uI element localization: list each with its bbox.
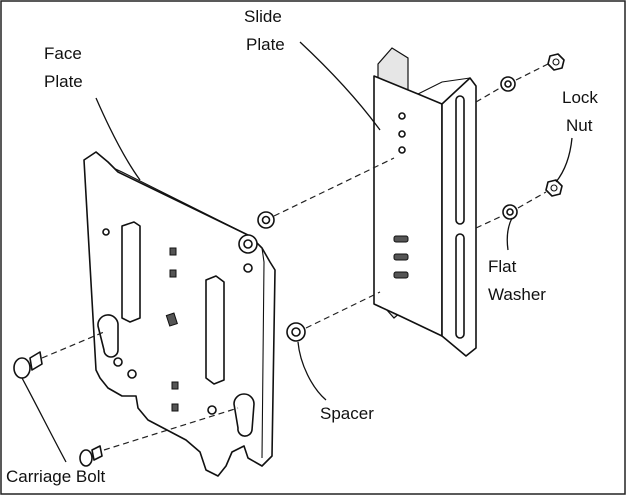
axis-lower-right-a <box>475 215 503 229</box>
carriage-bolt-lower <box>79 445 103 467</box>
label-slide-plate-line1: Slide <box>244 7 282 26</box>
axis-bolt-lower <box>103 407 239 451</box>
carriage-bolt-upper-shank <box>29 351 43 371</box>
keyhole-right <box>233 393 255 437</box>
axis-upper-right-a <box>475 87 501 103</box>
face-plate-hole <box>207 405 217 415</box>
axis-lower-left <box>305 291 381 329</box>
label-flat-washer-line1: Flat <box>488 257 517 276</box>
leader-spacer <box>297 341 327 401</box>
face-plate-tab <box>171 381 179 390</box>
face-plate-slot-left <box>121 221 141 323</box>
label-flat-washer-line2: Washer <box>488 285 546 304</box>
slide-plate-slot-lower <box>455 233 465 339</box>
face-plate-hole <box>113 357 123 367</box>
label-lock-nut-line2: Nut <box>566 116 593 135</box>
label-slide-plate-line2: Plate <box>246 35 285 54</box>
slide-plate <box>373 47 477 357</box>
axis-upper-right-b <box>515 63 549 81</box>
hardware <box>13 53 565 467</box>
label-spacer: Spacer <box>320 404 374 423</box>
leader-flat-washer <box>506 217 513 251</box>
carriage-bolt-upper <box>13 351 43 379</box>
face-plate-hole <box>102 228 110 236</box>
face-plate-hole <box>243 263 253 273</box>
axis-upper-left <box>273 157 395 217</box>
lock-nut-upper-hole <box>552 58 560 66</box>
leader-slide-plate <box>299 41 381 131</box>
spacer-upper-hole <box>261 215 271 225</box>
carriage-bolt-lower-head <box>79 449 93 467</box>
leader-lock-nut <box>555 137 573 183</box>
leader-lines <box>21 41 573 463</box>
alignment-lines <box>41 63 549 451</box>
slide-plate-tab <box>393 235 409 243</box>
slide-plate-face <box>373 75 443 337</box>
carriage-bolt-upper-head <box>13 357 31 379</box>
face-plate-hole <box>127 369 137 379</box>
axis-bolt-upper <box>41 331 105 359</box>
face-plate-slot-right <box>205 275 225 385</box>
face-plate-tab <box>169 247 177 256</box>
slide-plate-tab <box>393 253 409 261</box>
spacer-lower-hole <box>291 327 301 337</box>
lock-nut-lower-hole <box>550 184 558 192</box>
slide-plate-tab <box>393 271 409 279</box>
label-face-plate-line2: Plate <box>44 72 83 91</box>
leader-face-plate <box>95 97 141 181</box>
label-carriage-bolt: Carriage Bolt <box>6 467 105 486</box>
axis-lower-right-b <box>517 191 547 209</box>
slide-plate-top-edge <box>417 77 471 95</box>
face-plate-boss-hole <box>243 239 253 249</box>
lock-nut-upper <box>547 53 565 71</box>
label-lock-nut-line1: Lock <box>562 88 598 107</box>
leader-carriage-bolt <box>21 377 67 463</box>
slide-plate-hole <box>398 146 406 154</box>
slide-plate-hole <box>398 112 406 120</box>
face-plate-tab <box>171 403 179 412</box>
carriage-bolt-lower-shank <box>91 445 103 461</box>
flat-washer-upper-hole <box>504 80 512 88</box>
face-plate <box>83 151 276 477</box>
keyhole-left <box>97 314 119 358</box>
flat-washer-lower-hole <box>506 208 514 216</box>
slide-plate-hole <box>398 130 406 138</box>
face-plate-tab <box>165 312 178 327</box>
face-plate-tab <box>169 269 177 278</box>
label-face-plate-line1: Face <box>44 44 82 63</box>
lock-nut-lower <box>545 179 563 197</box>
slide-plate-slot-upper <box>455 95 465 225</box>
face-plate-edge <box>261 247 265 459</box>
